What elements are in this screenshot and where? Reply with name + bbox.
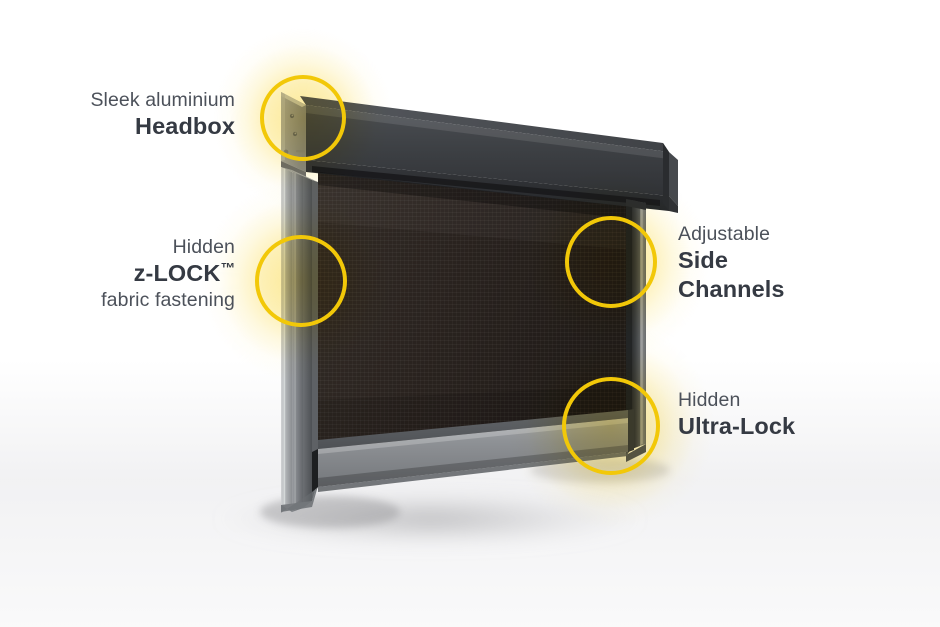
- callout-headbox-line1: Sleek aluminium: [90, 89, 235, 111]
- callout-zlock-name: z-LOCK: [133, 260, 221, 287]
- trademark-symbol: ™: [220, 261, 235, 278]
- callout-ultra-line2: Ultra-Lock: [678, 413, 796, 440]
- marker-ring: [562, 377, 660, 475]
- callout-zlock-line3: fabric fastening: [101, 289, 235, 312]
- callout-headbox-line2: Headbox: [135, 113, 235, 140]
- callout-zlock: Hidden z-LOCK™ fabric fastening: [101, 235, 235, 312]
- marker-ring: [255, 235, 347, 327]
- callout-ultra-line1: Hidden: [678, 389, 741, 411]
- callout-zlock-line1: Hidden: [172, 236, 235, 258]
- callout-side-line1: Adjustable: [678, 223, 771, 245]
- callout-headbox: Sleek aluminium Headbox: [90, 88, 235, 141]
- callout-ultra-lock: Hidden Ultra-Lock: [678, 388, 795, 441]
- marker-ring: [565, 216, 657, 308]
- callout-zlock-line2: z-LOCK™: [101, 259, 235, 288]
- callout-side-line3: Channels: [678, 276, 785, 303]
- marker-ring: [260, 75, 346, 161]
- callout-side-channels: Adjustable Side Channels: [678, 222, 785, 304]
- callout-side-line2: Side: [678, 247, 729, 274]
